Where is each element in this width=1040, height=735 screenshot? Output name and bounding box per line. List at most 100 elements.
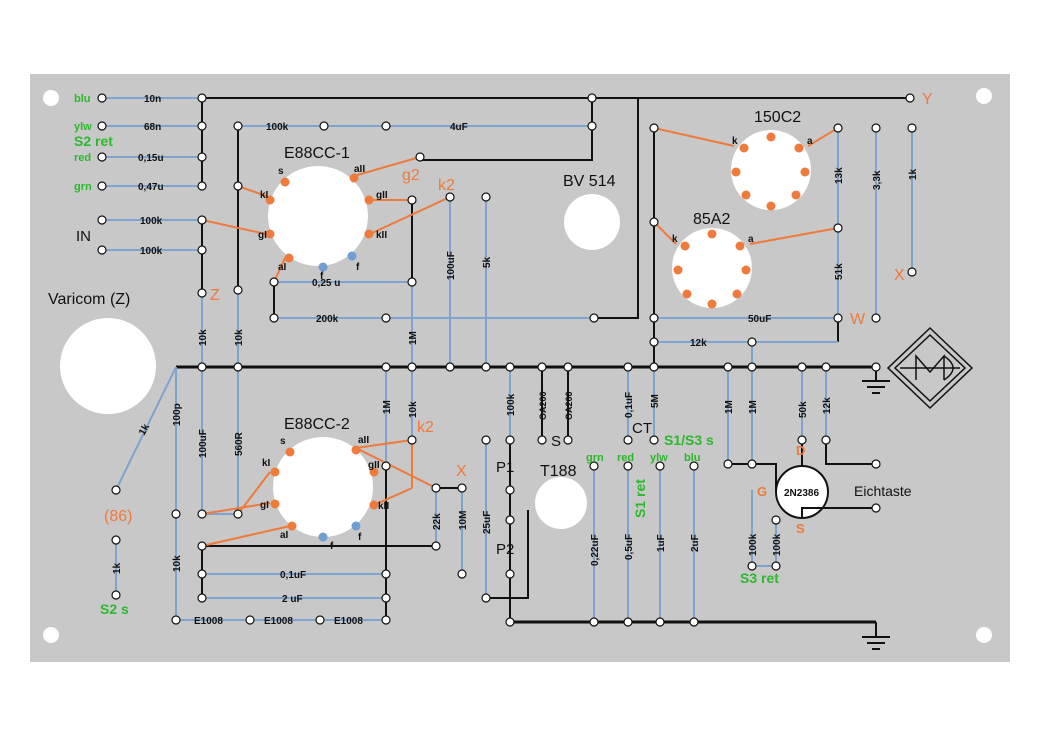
- comp-33k: 3,3k: [872, 170, 883, 190]
- label-in: IN: [76, 228, 91, 245]
- comp-10k-d: 10k: [172, 555, 183, 572]
- comp-50uf: 50uF: [748, 314, 771, 325]
- comp-68n: 68n: [144, 122, 161, 133]
- orange-k2b: k2: [417, 419, 434, 436]
- comp-5m: 5M: [650, 394, 661, 408]
- comp-12k: 12k: [690, 338, 707, 349]
- green-s1s3s: S1/S3 s: [664, 432, 714, 448]
- comp-1m-b: 1M: [382, 400, 393, 414]
- t1-pin-all: aII: [354, 164, 365, 175]
- comp-100k-s2: 100k: [772, 533, 783, 556]
- comp-10m: 10M: [458, 511, 469, 530]
- varicom-hole: [60, 318, 156, 414]
- comp-2uf: 2uF: [690, 534, 701, 552]
- comp-015u: 0,15u: [138, 153, 164, 164]
- label-p1: P1: [496, 459, 514, 476]
- comp-1m-a: 1M: [408, 331, 419, 345]
- green-s2ret: S2 ret: [74, 133, 113, 149]
- t1-pin-kll: kII: [376, 230, 387, 241]
- t1-pin-f1: f: [320, 271, 324, 282]
- comp-100uf-v: 100uF: [446, 251, 457, 280]
- comp-1k-a: 1k: [908, 168, 919, 180]
- comp-2uf-b: 2 uF: [282, 594, 303, 605]
- tube-socket-e88cc-1: [268, 166, 368, 266]
- green-red2: red: [617, 452, 634, 464]
- t2-pin-gl: gI: [260, 500, 269, 511]
- green-ylw: ylw: [74, 121, 92, 133]
- label-bv514: BV 514: [563, 173, 616, 190]
- comp-10n: 10n: [144, 94, 161, 105]
- tube-socket-e88cc-2: [273, 437, 373, 537]
- tube-pins-e88cc-2: [270, 445, 379, 542]
- tube-socket-85a2: [672, 228, 752, 308]
- green-grn: grn: [74, 181, 92, 193]
- t1-pin-gll: gII: [376, 190, 388, 201]
- label-2n2386: 2N2386: [784, 488, 819, 499]
- t1-pin-al: aI: [278, 262, 287, 273]
- t1-pin-gl: gI: [258, 230, 267, 241]
- tube-socket-150c2: [731, 130, 811, 210]
- solder-pads: [97, 93, 917, 627]
- tube-pins-e88cc-1: [265, 173, 374, 272]
- green-red: red: [74, 152, 91, 164]
- label-p2: P2: [496, 541, 514, 558]
- comp-05uf: 0,5uF: [624, 534, 635, 560]
- comp-1uf: 1uF: [656, 534, 667, 552]
- comp-100k-s1: 100k: [748, 533, 759, 556]
- comp-13k: 13k: [834, 167, 845, 184]
- t4-pin-k: k: [672, 234, 678, 245]
- t3-pin-a: a: [807, 136, 813, 147]
- orange-g2: g2: [402, 167, 420, 184]
- comp-100k-in1: 100k: [140, 216, 163, 227]
- label-85a2: 85A2: [693, 211, 730, 228]
- comp-10k-b: 10k: [234, 329, 245, 346]
- comp-100p: 100p: [172, 403, 183, 426]
- comp-e1008-b: E1008: [264, 616, 293, 627]
- t2-pin-kl: kI: [262, 458, 271, 469]
- orange-wires: [201, 127, 839, 547]
- t2-pin-f1: f: [330, 541, 334, 552]
- ground-symbol-2: [862, 622, 890, 650]
- green-s3ret: S3 ret: [740, 570, 779, 586]
- comp-200k: 200k: [316, 314, 339, 325]
- t1-pin-f2: f: [356, 262, 360, 273]
- comp-22k: 22k: [432, 513, 443, 530]
- label-varicom: Varicom (Z): [48, 291, 130, 308]
- orange-w: W: [850, 311, 866, 328]
- mounting-holes: [43, 88, 992, 643]
- comp-10k-c: 10k: [408, 401, 419, 418]
- comp-51k: 51k: [834, 263, 845, 280]
- comp-1m-c: 1M: [724, 400, 735, 414]
- green-ylw2: ylw: [650, 452, 668, 464]
- orange-y: Y: [922, 91, 933, 108]
- label-150c2: 150C2: [754, 109, 801, 126]
- label-t188: T188: [540, 463, 577, 480]
- green-blu2: blu: [684, 452, 701, 464]
- t1-pin-s: s: [278, 166, 284, 177]
- label-ct: CT: [632, 420, 652, 437]
- label-s-switch: S: [551, 433, 561, 450]
- comp-12k-b: 12k: [822, 397, 833, 414]
- orange-x1: X: [894, 267, 905, 284]
- green-blu: blu: [74, 93, 91, 105]
- comp-025u: 0,25 u: [312, 278, 340, 289]
- green-s2s: S2 s: [100, 601, 129, 617]
- orange-k2a: k2: [438, 177, 455, 194]
- green-s1ret: S1 ret: [632, 479, 648, 518]
- comp-100k-top: 100k: [266, 122, 289, 133]
- comp-1k-b: 1k: [137, 422, 152, 438]
- comp-560r: 560R: [234, 431, 245, 456]
- t3-pin-k: k: [732, 136, 738, 147]
- t2-pin-s: s: [280, 436, 286, 447]
- tube-pins-150c2: [731, 132, 810, 211]
- comp-10k-a: 10k: [198, 329, 209, 346]
- comp-e1008-c: E1008: [334, 616, 363, 627]
- comp-047u: 0,47u: [138, 182, 164, 193]
- bv514-hole: [564, 194, 620, 250]
- t4-pin-a: a: [748, 234, 754, 245]
- green-grn2: grn: [586, 452, 604, 464]
- comp-01uf: 0,1uF: [624, 392, 635, 418]
- comp-1m-d: 1M: [748, 400, 759, 414]
- t2-pin-kll: kII: [378, 501, 389, 512]
